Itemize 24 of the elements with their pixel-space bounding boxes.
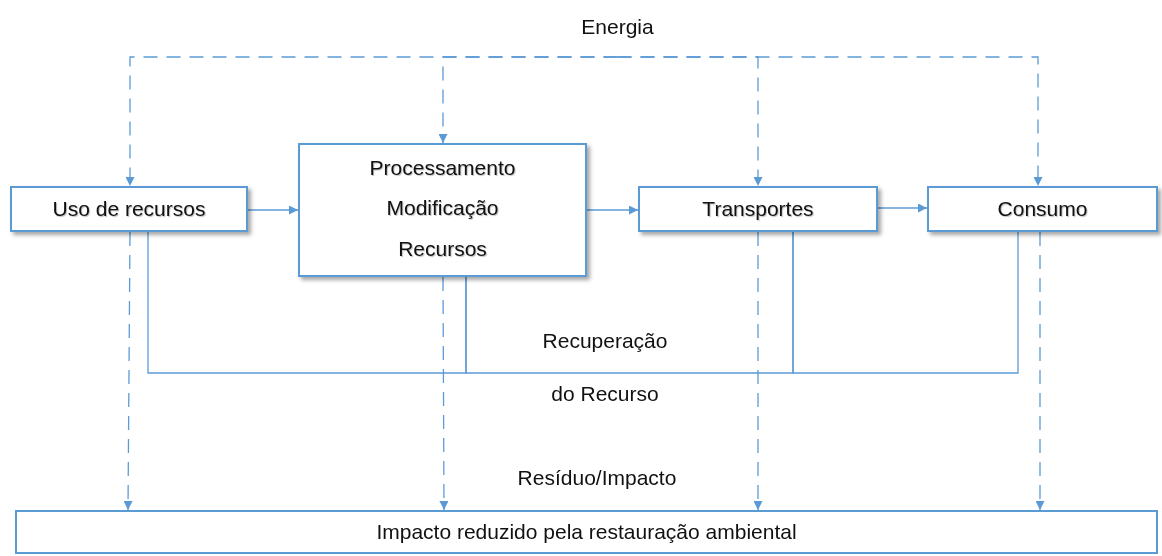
node-text: Modificação [386, 195, 499, 221]
connector-line [792, 231, 1019, 374]
arrow [247, 205, 299, 215]
dashed-arrow [1035, 231, 1045, 511]
node-text: Uso de recursos [52, 196, 206, 222]
dashed-arrow [123, 231, 133, 511]
dashed-arrow [438, 56, 619, 144]
process-box [638, 186, 878, 232]
node-text: Impacto reduzido pela restauração ambiental [376, 519, 797, 545]
arrow [586, 205, 639, 215]
process-box [15, 510, 1158, 554]
connector-line [147, 231, 467, 374]
node-text: Processamento [369, 154, 516, 180]
node-text: Transportes [702, 196, 814, 222]
process-box [927, 186, 1158, 232]
process-box [10, 186, 248, 232]
node-text: Energia [581, 14, 654, 40]
arrow [877, 203, 928, 213]
process-box [298, 143, 587, 277]
node-text: Recursos [398, 236, 487, 262]
dashed-arrow [753, 231, 763, 511]
node-text: Consumo [997, 196, 1088, 222]
dashed-arrow [616, 56, 1043, 187]
dashed-arrow [439, 276, 449, 511]
